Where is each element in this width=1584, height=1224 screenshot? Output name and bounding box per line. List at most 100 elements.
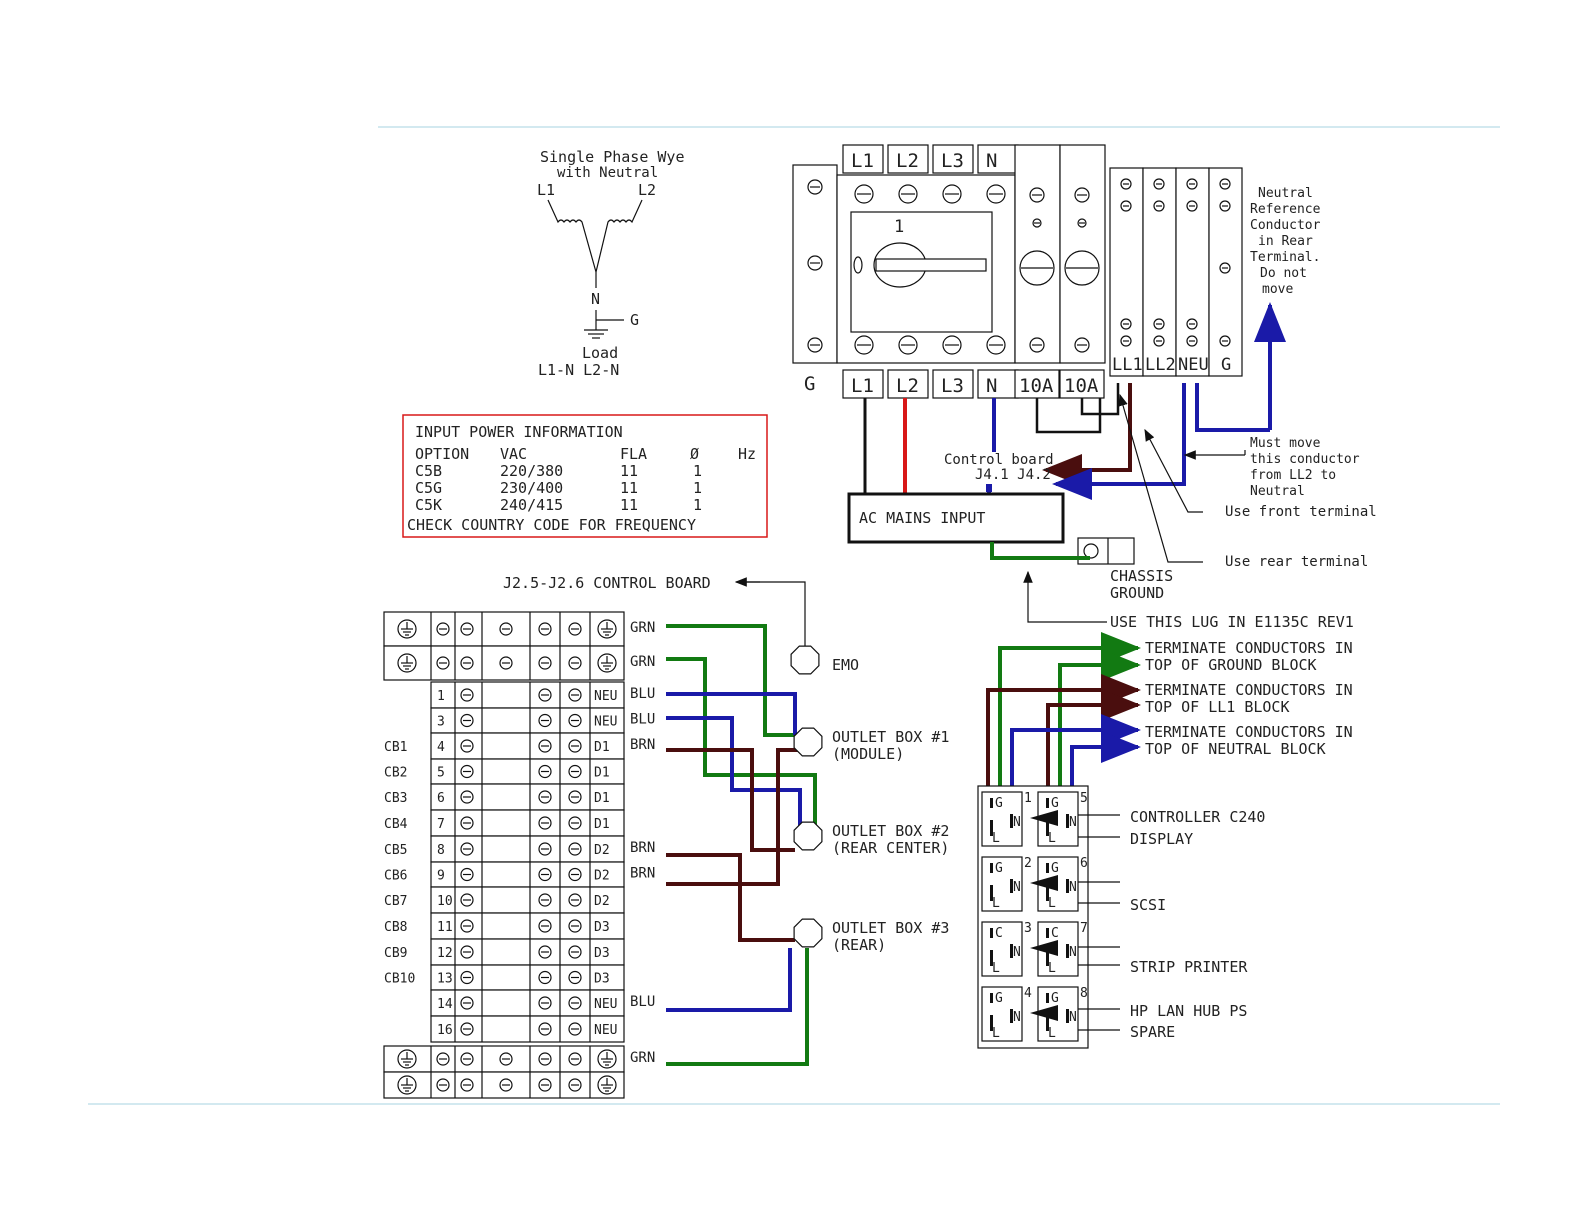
screw-terminal [1153,335,1165,347]
socket-neutral-letter: N [1069,815,1077,830]
screw-terminal [568,688,582,702]
breaker-bottom-label: L3 [941,375,964,397]
terminate-note-line-2: TOP OF NEUTRAL BLOCK [1145,740,1326,758]
switch-number: 1 [894,217,904,237]
emo-octagon [790,645,820,675]
wire-color-label: BLU [630,686,655,702]
socket-ground-letter: G [995,796,1003,811]
screw-terminal [436,656,450,670]
use-front-terminal: Use front terminal [1225,504,1377,520]
wire-color-label: BLU [630,712,655,728]
screw-terminal [538,764,552,779]
screw-terminal [1120,200,1132,212]
socket-neutral-letter: N [1013,815,1021,830]
screw-terminal [538,739,552,753]
terminal-number: 14 [437,997,453,1012]
control-board-label: Control board [944,452,1054,468]
screw [1064,250,1100,286]
screw-terminal [568,996,582,1010]
screw [807,255,823,271]
socket-line-letter: L [992,831,1000,846]
terminal-tag: D2 [594,843,610,858]
terminate-note-line-1: TERMINATE CONDUCTORS IN [1145,681,1353,699]
socket-ground-letter: G [1051,796,1059,811]
info-cell: C5G [415,479,442,497]
info-cell: 1 [693,462,702,480]
control-board-pins: J4.1 J4.2 [975,467,1051,483]
screw-terminal [568,919,582,933]
terminal-number: 8 [437,843,445,858]
ground-terminal-icon [397,1049,417,1069]
screw-terminal [538,996,552,1010]
breaker-top-label: L2 [896,150,919,172]
breaker-bottom-label-g: G [804,373,815,395]
terminal-tag: D3 [594,972,610,987]
screw-terminal [986,335,1006,355]
screw-terminal [568,1078,582,1092]
breaker-top-label: L3 [941,150,964,172]
outlet-box-1-label: OUTLET BOX #1 [832,728,949,746]
screw-terminal [1153,178,1165,190]
screw-terminal [499,1078,513,1092]
screw-terminal [499,622,513,636]
info-cell: 230/400 [500,479,563,497]
emo-label: EMO [832,656,859,674]
screw-terminal [538,622,552,636]
screw-terminal [460,893,474,907]
screw-terminal [460,816,474,830]
info-cell: C5B [415,462,442,480]
screw-terminal [568,893,582,907]
socket-ground-letter: G [1051,991,1059,1006]
screw-terminal [499,1052,513,1066]
socket-outlet [981,986,1023,1042]
socket-neutral-letter: N [1069,945,1077,960]
screw-terminal [942,184,962,204]
socket-ground-letter: C [995,926,1003,941]
info-cell: 1 [693,496,702,514]
socket-neutral-letter: N [1013,880,1021,895]
wire-color-label: BRN [630,737,655,753]
screw-terminal [436,1052,450,1066]
terminal-tag: D1 [594,791,610,806]
screw-terminal [460,1078,474,1092]
neutral-note-line: Neutral [1258,186,1313,201]
info-cell: 11 [620,462,638,480]
must-move-line: from LL2 to [1250,468,1336,483]
circuit-breaker-label: CB1 [384,740,407,755]
screw [1032,218,1042,228]
circuit-breaker-label: CB8 [384,920,407,935]
socket-number: 2 [1024,856,1032,871]
device-label: DISPLAY [1130,830,1193,848]
terminal-strip-label: LL2 [1145,355,1176,375]
ground-terminal-icon [597,1075,617,1095]
terminal-number: 13 [437,972,453,987]
terminal-tag: D2 [594,894,610,909]
device-label: HP LAN HUB PS [1130,1002,1247,1020]
screw-terminal [568,656,582,670]
breaker-top-label: L1 [851,150,874,172]
terminal-number: 6 [437,791,445,806]
outlet-box-3-label: OUTLET BOX #3 [832,919,949,937]
socket-line-letter: L [992,896,1000,911]
screw-terminal [568,764,582,779]
info-header-fla: FLA [620,445,647,463]
screw [1029,187,1045,203]
terminate-note-line-2: TOP OF GROUND BLOCK [1145,656,1317,674]
screw-terminal [854,335,874,355]
screw-terminal [942,335,962,355]
terminal-number: 4 [437,740,445,755]
circuit-breaker-label: CB3 [384,791,407,806]
socket-neutral-letter: N [1013,1010,1021,1025]
neutral-note-line: move [1262,282,1293,297]
lug-note: USE THIS LUG IN E1135C REV1 [1110,613,1354,631]
outlet-wiring [666,624,817,1066]
terminate-note-line-1: TERMINATE CONDUCTORS IN [1145,723,1353,741]
screw-terminal [436,622,450,636]
screw-terminal [460,764,474,779]
outlet-box-3-desc: (REAR) [832,936,886,954]
terminate-note-line-1: TERMINATE CONDUCTORS IN [1145,639,1353,657]
screw-terminal [538,945,552,959]
